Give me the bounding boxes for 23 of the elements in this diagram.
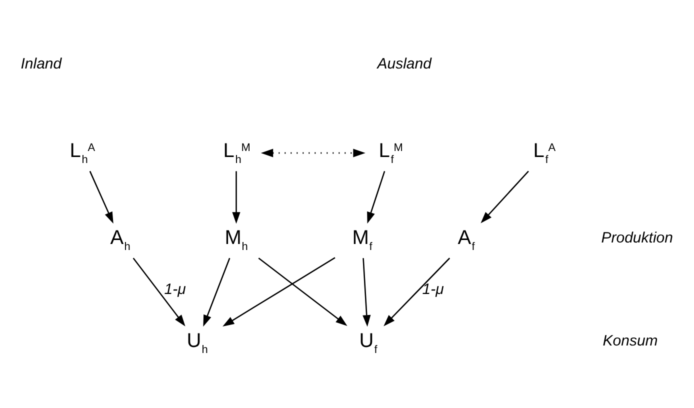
arrow xyxy=(232,170,240,224)
edge-label: 1-μ xyxy=(422,280,444,298)
arrow xyxy=(384,257,450,326)
arrow xyxy=(367,170,386,224)
label: Ausland xyxy=(377,55,432,72)
node-text: A$_{f}$ xyxy=(458,226,475,252)
arrow xyxy=(132,257,186,326)
arrow xyxy=(480,170,529,223)
arrow xyxy=(222,256,336,326)
node-text: M$_{h}$ xyxy=(224,226,248,252)
arrow xyxy=(260,148,366,157)
label: Inland xyxy=(20,55,62,72)
edge-label: 1-μ xyxy=(164,280,186,298)
arrow xyxy=(362,258,371,326)
node-text: U$_{f}$ xyxy=(359,330,378,356)
arrow xyxy=(203,257,230,326)
node-text: A$_{h}$ xyxy=(110,226,130,252)
arrow xyxy=(258,257,348,326)
label: Konsum xyxy=(602,332,658,349)
arrow xyxy=(89,170,114,224)
label: Produktion xyxy=(601,229,673,246)
node-text: U$_{h}$ xyxy=(186,330,208,356)
node-text: M$_{f}$ xyxy=(352,226,372,252)
